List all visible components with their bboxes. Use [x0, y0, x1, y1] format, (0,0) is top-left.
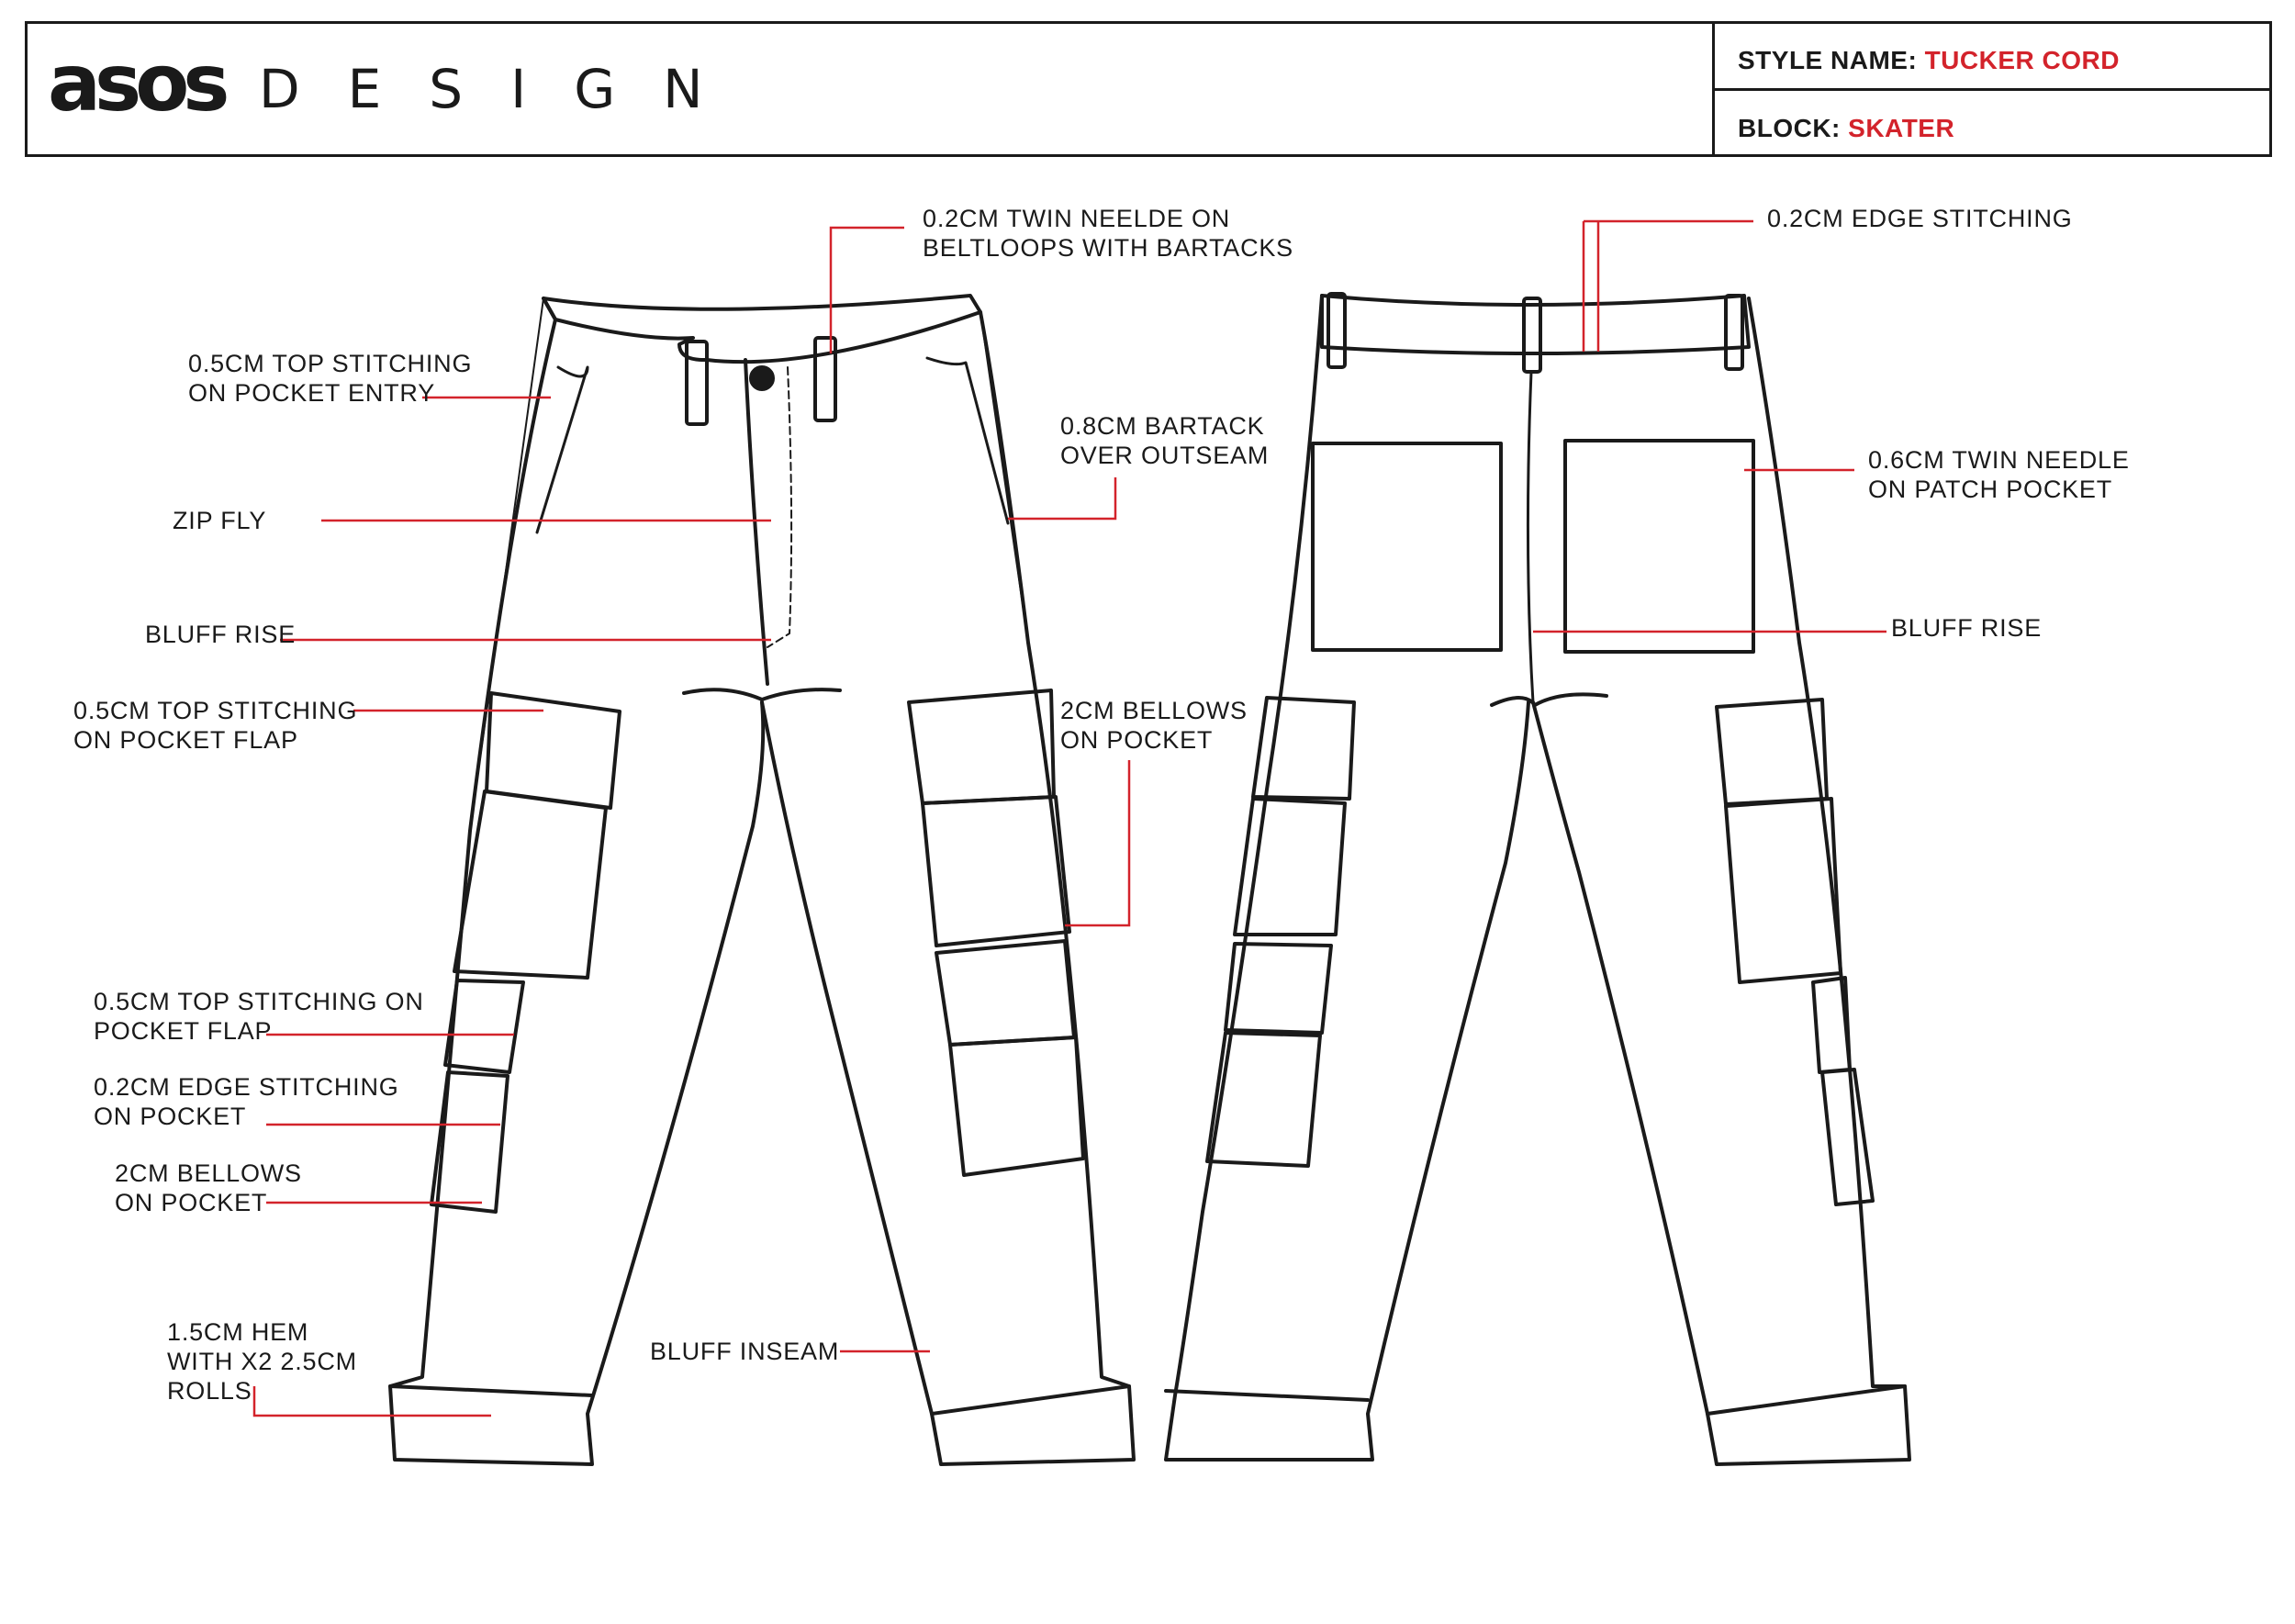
- brand-logo-sub: DESIGN: [259, 58, 751, 120]
- callout-edge-stitch-pocket: 0.2CM EDGE STITCHING ON POCKET: [94, 1072, 399, 1131]
- callout-zip-fly: ZIP FLY: [173, 506, 266, 535]
- callout-line: ON POCKET ENTRY: [188, 379, 436, 407]
- style-name-value: TUCKER CORD: [1924, 46, 2120, 74]
- callout-line: BELTLOOPS WITH BARTACKS: [923, 234, 1293, 262]
- callout-line: 0.6CM TWIN NEEDLE: [1868, 446, 2130, 474]
- callout-line: BLUFF RISE: [145, 621, 297, 648]
- callout-line: ZIP FLY: [173, 507, 267, 534]
- block-value: SKATER: [1848, 114, 1955, 142]
- block-label: BLOCK:: [1738, 114, 1841, 142]
- leader-lines: [252, 219, 1886, 1417]
- callout-pocket-flap-lower: 0.5CM TOP STITCHING ON POCKET FLAP: [94, 987, 424, 1046]
- callout-line: BLUFF INSEAM: [650, 1338, 840, 1365]
- callout-line: 2CM BELLOWS: [1060, 697, 1248, 724]
- callout-line: ON POCKET: [115, 1189, 268, 1216]
- front-view-trousers: [388, 294, 1136, 1466]
- callout-line: ON POCKET FLAP: [73, 726, 298, 754]
- callout-line: 0.2CM EDGE STITCHING: [94, 1073, 399, 1101]
- style-name-field: STYLE NAME: TUCKER CORD: [1738, 46, 2120, 75]
- callout-line: 1.5CM HEM: [167, 1318, 309, 1346]
- callout-pocket-entry: 0.5CM TOP STITCHING ON POCKET ENTRY: [188, 349, 472, 408]
- callout-line: 0.5CM TOP STITCHING: [73, 697, 358, 724]
- callout-edge-stitch-waist: 0.2CM EDGE STITCHING: [1767, 204, 2073, 233]
- callout-line: 0.2CM TWIN NEELDE ON: [923, 205, 1231, 232]
- callout-beltloops: 0.2CM TWIN NEELDE ON BELTLOOPS WITH BART…: [923, 204, 1293, 263]
- callout-line: 2CM BELLOWS: [115, 1159, 302, 1187]
- callout-bellows-right: 2CM BELLOWS ON POCKET: [1060, 696, 1248, 755]
- header-divider: [1712, 88, 2272, 91]
- brand-logo: asos: [48, 38, 230, 129]
- callout-pocket-flap: 0.5CM TOP STITCHING ON POCKET FLAP: [73, 696, 357, 755]
- callout-line: ON PATCH POCKET: [1868, 476, 2113, 503]
- callout-bluff-rise-front: BLUFF RISE: [145, 620, 296, 649]
- callout-line: ROLLS: [167, 1377, 252, 1405]
- callout-line: ON POCKET: [1060, 726, 1214, 754]
- callout-line: 0.5CM TOP STITCHING ON: [94, 988, 424, 1015]
- callout-patch-pocket: 0.6CM TWIN NEEDLE ON PATCH POCKET: [1868, 445, 2130, 504]
- callout-line: ON POCKET: [94, 1103, 247, 1130]
- block-field: BLOCK: SKATER: [1738, 114, 1954, 143]
- callout-line: OVER OUTSEAM: [1060, 442, 1270, 469]
- callout-bartack: 0.8CM BARTACK OVER OUTSEAM: [1060, 411, 1269, 470]
- callout-bluff-rise-back: BLUFF RISE: [1891, 613, 2042, 643]
- style-name-label: STYLE NAME:: [1738, 46, 1918, 74]
- callout-line: 0.8CM BARTACK: [1060, 412, 1265, 440]
- back-view-trousers: [1164, 292, 1911, 1466]
- callout-line: BLUFF RISE: [1891, 614, 2043, 642]
- callout-hem: 1.5CM HEM WITH X2 2.5CM ROLLS: [167, 1317, 357, 1406]
- callout-bluff-inseam: BLUFF INSEAM: [650, 1337, 839, 1366]
- callout-line: WITH X2 2.5CM: [167, 1348, 357, 1375]
- callout-line: POCKET FLAP: [94, 1017, 273, 1045]
- callout-line: 0.5CM TOP STITCHING: [188, 350, 473, 377]
- callout-line: 0.2CM EDGE STITCHING: [1767, 205, 2073, 232]
- callout-bellows-left: 2CM BELLOWS ON POCKET: [115, 1159, 302, 1217]
